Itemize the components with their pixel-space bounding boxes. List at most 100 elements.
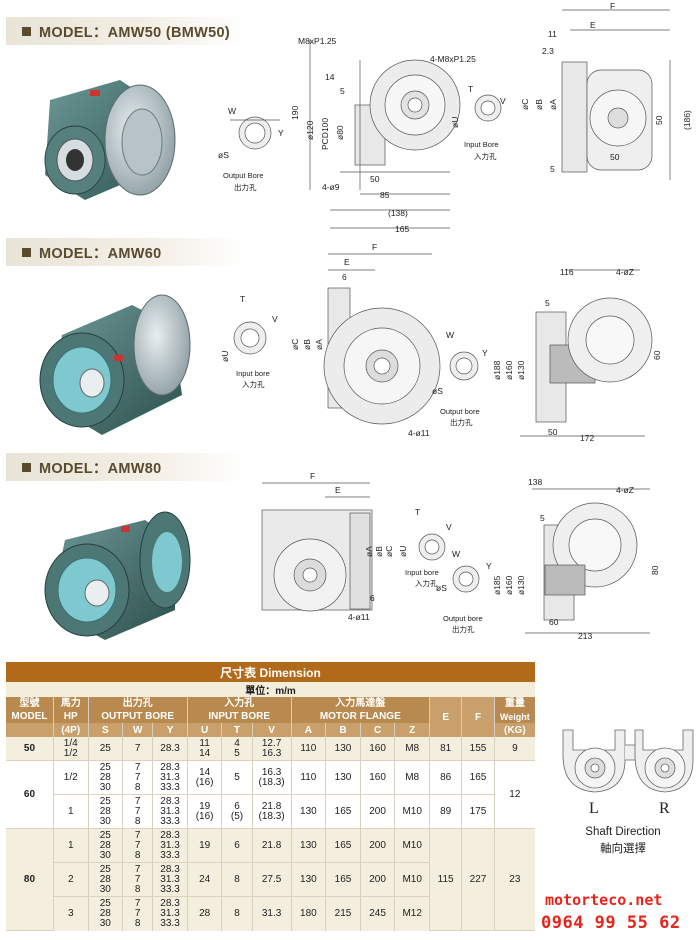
website-link[interactable]: motorteco.net [545, 891, 663, 909]
svg-text:Y: Y [482, 348, 488, 358]
header-a: A [291, 723, 327, 737]
svg-text:5: 5 [340, 86, 345, 96]
header-motor-en: MOTOR FLANGE [291, 710, 430, 723]
svg-text:ø120: ø120 [305, 120, 315, 140]
table-title: 尺寸表 Dimension [6, 662, 535, 682]
svg-text:ø130: ø130 [516, 575, 526, 595]
output-bore-cn-label: 出力孔 [450, 417, 473, 427]
svg-text:(138): (138) [388, 208, 408, 218]
header-b: B [325, 723, 361, 737]
svg-text:4-ø9: 4-ø9 [322, 182, 340, 192]
svg-text:60: 60 [652, 350, 662, 360]
drawing-amw80: F E T V øU øA øB øC 6 W Y øS 4-ø11 138 4… [261, 471, 660, 641]
svg-text:4-M8xP1.25: 4-M8xP1.25 [430, 54, 476, 64]
svg-text:W: W [446, 330, 454, 340]
header-weight-unit: (KG) [494, 723, 535, 737]
header-output-cn: 出力孔 [88, 697, 188, 710]
input-bore-cn-label: 入力孔 [415, 578, 438, 588]
header-output-en: OUTPUT BORE [88, 710, 188, 723]
svg-text:T: T [415, 507, 420, 517]
input-bore-label: Input Bore [464, 140, 499, 149]
svg-text:50: 50 [610, 152, 620, 162]
header-model-cn: 型號 [6, 697, 54, 710]
drawing-amw50: M8xP1.25 4-M8xP1.25 14 5 190 ø120 PCD100… [218, 1, 692, 234]
header-hp-cn: 馬力 [53, 697, 89, 710]
svg-text:øC: øC [290, 339, 300, 350]
header-model-en: MODEL [6, 710, 54, 723]
header-s: S [88, 723, 124, 737]
svg-text:ø80: ø80 [335, 125, 345, 140]
header-e: E [429, 697, 463, 737]
svg-text:T: T [468, 84, 473, 94]
svg-text:F: F [610, 1, 615, 11]
svg-text:138: 138 [528, 477, 542, 487]
svg-text:172: 172 [580, 433, 594, 443]
svg-text:50: 50 [548, 427, 558, 437]
phone-number[interactable]: 0964 99 55 62 [541, 913, 681, 933]
dimension-table: 尺寸表 Dimension 單位：m/m 型號 馬力 出力孔 入力孔 入力馬達盤… [6, 662, 535, 931]
svg-text:W: W [452, 549, 460, 559]
svg-text:øS: øS [432, 386, 443, 396]
drawing-amw60: F E 6 T V øU øC øB øA W Y øS 4-ø11 116 4… [220, 242, 662, 443]
svg-text:V: V [272, 314, 278, 324]
shaft-direction-title: Shaft Direction [585, 826, 661, 838]
svg-text:80: 80 [650, 565, 660, 575]
svg-text:85: 85 [380, 190, 390, 200]
header-v: V [252, 723, 292, 737]
model-label: MODEL：AMW80 [39, 460, 162, 477]
output-bore-label: Output bore [443, 614, 483, 623]
svg-text:øC: øC [520, 99, 530, 110]
header-hp-en: HP [53, 710, 89, 723]
svg-text:116: 116 [560, 267, 574, 277]
svg-text:4-øZ: 4-øZ [616, 267, 634, 277]
shaft-left-label: L [589, 800, 599, 817]
model-header-amw50: MODEL：AMW50 (BMW50) [6, 17, 246, 45]
model-header-amw80: MODEL：AMW80 [6, 453, 246, 481]
svg-text:4-ø11: 4-ø11 [408, 428, 430, 438]
svg-text:øC: øC [384, 546, 394, 557]
svg-text:T: T [240, 294, 245, 304]
svg-text:V: V [500, 96, 506, 106]
svg-text:Y: Y [278, 128, 284, 138]
svg-text:M8xP1.25: M8xP1.25 [298, 36, 337, 46]
svg-text:E: E [335, 485, 341, 495]
svg-text:Y: Y [486, 561, 492, 571]
svg-text:50: 50 [654, 115, 664, 125]
input-bore-label: Input bore [405, 568, 439, 577]
shaft-direction-title-cn: 軸向選擇 [600, 843, 646, 855]
input-bore-cn-label: 入力孔 [474, 151, 497, 161]
svg-text:øU: øU [450, 117, 460, 128]
svg-text:ø185: ø185 [492, 575, 502, 595]
svg-text:øB: øB [302, 339, 312, 350]
svg-text:6: 6 [342, 272, 347, 282]
svg-text:ø160: ø160 [504, 360, 514, 380]
shaft-right-label: R [659, 800, 670, 817]
svg-text:øB: øB [534, 99, 544, 110]
header-input-cn: 入力孔 [187, 697, 292, 710]
svg-text:165: 165 [395, 224, 409, 234]
bullet-square-icon [22, 247, 31, 257]
header-c: C [360, 723, 396, 737]
header-motor-cn: 入力馬達盤 [291, 697, 430, 710]
svg-text:50: 50 [370, 174, 380, 184]
svg-text:øS: øS [218, 150, 229, 160]
svg-text:14: 14 [325, 72, 335, 82]
svg-text:(186): (186) [682, 110, 692, 130]
model-label: MODEL：AMW60 [39, 245, 162, 262]
svg-text:øU: øU [220, 351, 230, 362]
svg-text:PCD100: PCD100 [320, 118, 330, 150]
svg-text:øS: øS [436, 583, 447, 593]
svg-text:5: 5 [540, 513, 545, 523]
svg-text:øA: øA [548, 99, 558, 110]
output-bore-cn-label: 出力孔 [452, 624, 475, 634]
svg-text:2.3: 2.3 [542, 46, 554, 56]
output-bore-label: Output bore [440, 407, 480, 416]
svg-text:4-ø11: 4-ø11 [348, 612, 370, 622]
header-t: T [221, 723, 253, 737]
svg-text:ø130: ø130 [516, 360, 526, 380]
svg-text:213: 213 [578, 631, 592, 641]
